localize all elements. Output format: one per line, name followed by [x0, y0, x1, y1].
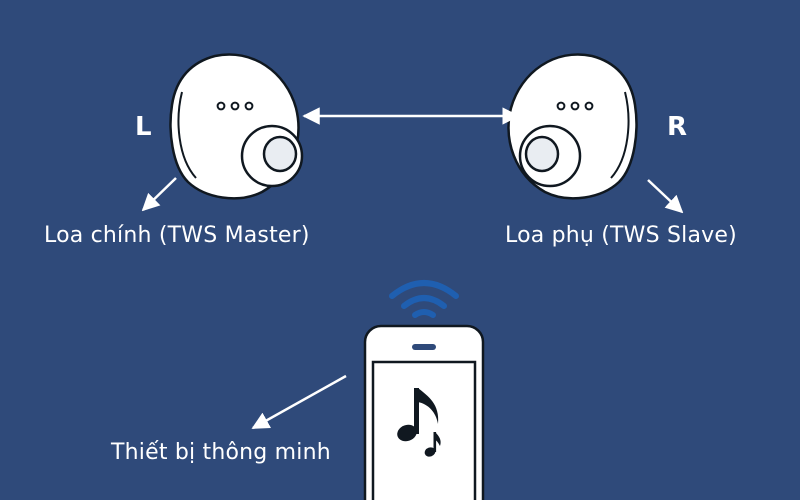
left-pointer-arrow	[141, 177, 177, 212]
phone-pointer-arrow	[251, 374, 347, 430]
right-side-label: R	[667, 112, 688, 142]
wifi-icon	[389, 280, 459, 318]
slave-earbud-caption: Loa phụ (TWS Slave)	[505, 223, 737, 248]
music-note-icon	[397, 388, 441, 457]
right-pointer-arrow	[647, 179, 684, 214]
master-earbud-caption: Loa chính (TWS Master)	[44, 223, 310, 248]
smart-device-caption: Thiết bị thông minh	[111, 440, 331, 465]
smartphone-icon	[363, 324, 485, 500]
left-earbud-icon	[169, 53, 304, 200]
left-side-label: L	[135, 112, 152, 142]
right-earbud-icon	[507, 53, 638, 200]
